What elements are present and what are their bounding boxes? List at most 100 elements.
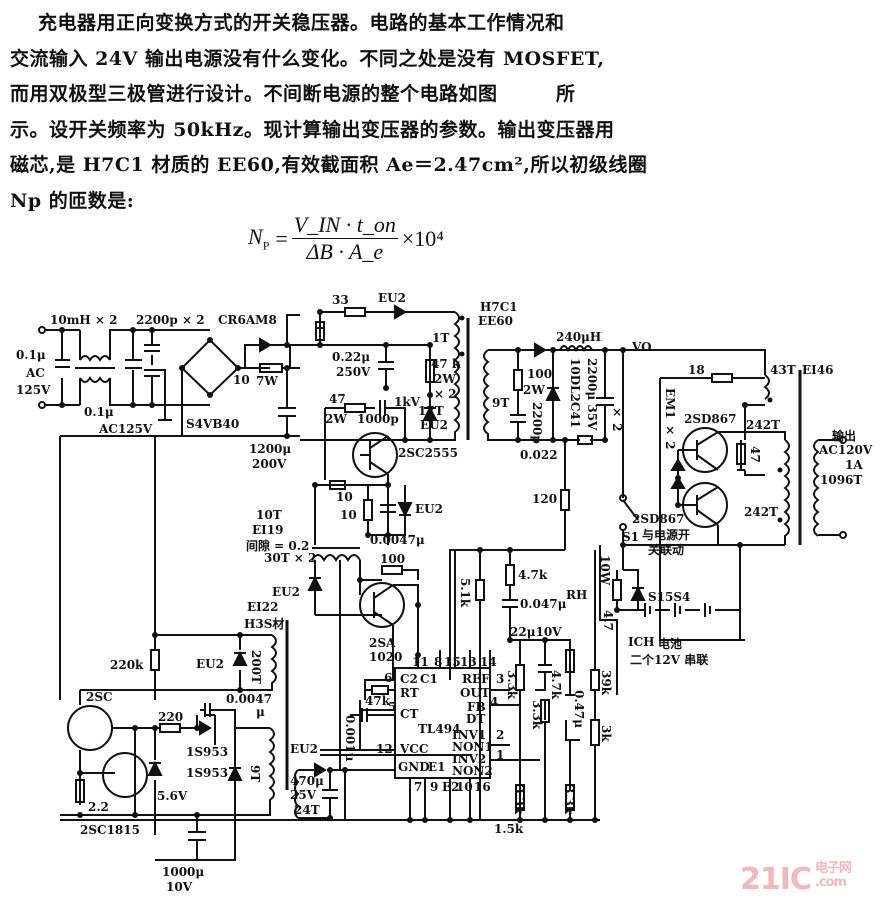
label-r1-5k: 1.5k — [494, 822, 524, 836]
label-r47: 47 — [329, 392, 346, 406]
label-r120: 120 — [532, 492, 558, 506]
ic-vcc: VCC — [400, 742, 429, 756]
pin-1: 1 — [496, 748, 505, 762]
label-q-drv2: 1020 — [369, 650, 403, 664]
ic-out: OUT — [460, 686, 490, 700]
label-vo: VO — [632, 340, 652, 354]
label-r100-w: 2W — [523, 383, 545, 397]
label-aux-core: EI22 — [247, 600, 279, 614]
label-cap-x: 2200p × 2 — [136, 313, 205, 327]
label-diode-out: 10DL2C41 — [568, 358, 582, 429]
label-inv-core: EI46 — [802, 363, 834, 377]
label-q-inv2: 2SD867 — [632, 512, 685, 526]
label-1s953b: 1S953 — [186, 766, 229, 780]
label-r3-3k-a: 3.3k — [505, 670, 519, 700]
label-aux-9t: 9T — [248, 765, 262, 783]
label-r10b: 10 — [340, 508, 357, 522]
label-r47k-w: 2W — [434, 372, 456, 386]
paragraph-line: 充电器用正向变换方式的开关稳压器。电路的基本工作情况和 — [38, 12, 565, 34]
label-eu2-drv: EU2 — [415, 502, 443, 516]
label-1s953a: 1S953 — [186, 745, 229, 759]
formula-multiplier: ×10⁴ — [401, 225, 444, 251]
turns-formula: NP = V_IN · t_on ΔB · A_e ×10⁴ — [248, 212, 444, 265]
label-sec-turns: 9T — [492, 396, 510, 410]
label-r33: 33 — [332, 293, 349, 307]
pin-10: 10 — [456, 780, 473, 794]
label-battery: 电池 — [658, 637, 683, 651]
pin-15: 15 — [444, 655, 461, 669]
pin-14: 14 — [480, 655, 497, 669]
label-c047u: 0.47μ — [572, 690, 586, 729]
paragraph-line: 示。设开关频率为 50kHz。现计算输出变压器的参数。输出变压器用 — [10, 118, 615, 141]
label-t1-1t: 1T — [432, 331, 450, 345]
label-r4-7k-b: 4.7k — [549, 670, 563, 700]
label-zener: 5.6V — [157, 789, 188, 803]
label-aux-c0047: 0.0047 — [226, 692, 272, 706]
label-c1000p-v: 1kV — [394, 395, 420, 409]
label-ich: ICH — [628, 635, 655, 649]
label-r10a: 10 — [336, 490, 353, 504]
label-q-inv1: 2SD867 — [684, 412, 737, 426]
label-em1: EM1 × 2 — [663, 388, 677, 450]
pin-11: 11 — [412, 655, 429, 669]
label-switch: S1 — [622, 530, 640, 544]
label-r18: 18 — [688, 363, 705, 377]
pin-12: 12 — [376, 742, 393, 756]
formula-denominator: ΔB · A_e — [306, 239, 384, 264]
body-paragraph: 充电器用正向变换方式的开关稳压器。电路的基本工作情况和 交流输入 24V 输出电… — [10, 6, 660, 219]
label-out: 输出 — [832, 429, 857, 443]
ic-rt: RT — [400, 686, 419, 700]
label-c2200p: 2200p — [530, 402, 544, 444]
label-ac-in: AC — [26, 366, 45, 380]
label-aux-mat: H3S材 — [244, 617, 285, 631]
label-switch-note1: 与电源开 — [642, 528, 691, 542]
pin-13: 13 — [460, 655, 477, 669]
formula-eq: = — [275, 225, 288, 251]
label-r47k: 47 k — [431, 357, 461, 371]
label-snub-cap-v: 250V — [336, 365, 371, 379]
label-r3k: 3k — [599, 725, 613, 742]
label-r5-1k: 5.1k — [458, 578, 472, 608]
ic-dt: DT — [466, 712, 486, 726]
label-rh: RH — [566, 588, 588, 602]
label-bridge: S4VB40 — [186, 417, 240, 431]
label-bulk-cap: 1200μ — [249, 442, 292, 456]
ic-c1: C1 — [420, 672, 438, 686]
label-core-mat: H7C1 — [480, 300, 518, 314]
label-thyristor: CR6AM8 — [218, 313, 277, 327]
label-c1000p: 1000p — [357, 412, 399, 426]
label-out-a: 1A — [845, 458, 863, 472]
label-r100: 100 — [527, 367, 553, 381]
label-c-out-x: × 2 — [610, 405, 624, 432]
ic-inv2: INV2 — [452, 752, 487, 766]
paragraph-line: 交流输入 24V 输出电源没有什么变化。不同之处是没有 MOSFET, — [10, 47, 605, 70]
label-r39k: 39k — [599, 670, 613, 696]
pin-16: 16 — [474, 780, 491, 794]
ic-gnd: GND — [398, 760, 430, 774]
label-q-main: 2SC2555 — [398, 446, 458, 460]
label-q-st2: 2SC1815 — [80, 823, 140, 837]
ic-e1: E1 — [428, 760, 446, 774]
label-r4-7k: 4.7k — [518, 568, 548, 582]
label-r2-2: 2.2 — [88, 800, 109, 814]
label-aux-eu2: EU2 — [196, 657, 224, 671]
label-vcc-24t: 24T — [294, 803, 320, 817]
label-diode-chg: S15S4 — [648, 590, 691, 604]
label-r47k-x: × 2 — [434, 387, 457, 401]
label-r100-drv: 100 — [380, 552, 406, 566]
label-core-type: EE60 — [478, 314, 513, 328]
label-c0022: 0.022 — [520, 448, 558, 462]
label-aux-200t: 200T — [249, 650, 263, 684]
label-r-inrush: 10 — [233, 373, 250, 387]
label-q-st1: 2SC — [86, 690, 113, 704]
ic-non1: NON1 — [452, 740, 493, 754]
ic-ref: REF — [462, 672, 490, 686]
ic-e2: E2 — [442, 780, 460, 794]
label-l-out: 240μH — [556, 330, 602, 344]
label-r47-inv: 47 — [748, 446, 762, 463]
label-out-turns: 1096T — [820, 473, 863, 487]
label-c-out: 2200μ 35V — [585, 358, 599, 431]
label-r47-w: 2W — [325, 412, 347, 426]
label-c470u-v: 25V — [290, 788, 317, 802]
